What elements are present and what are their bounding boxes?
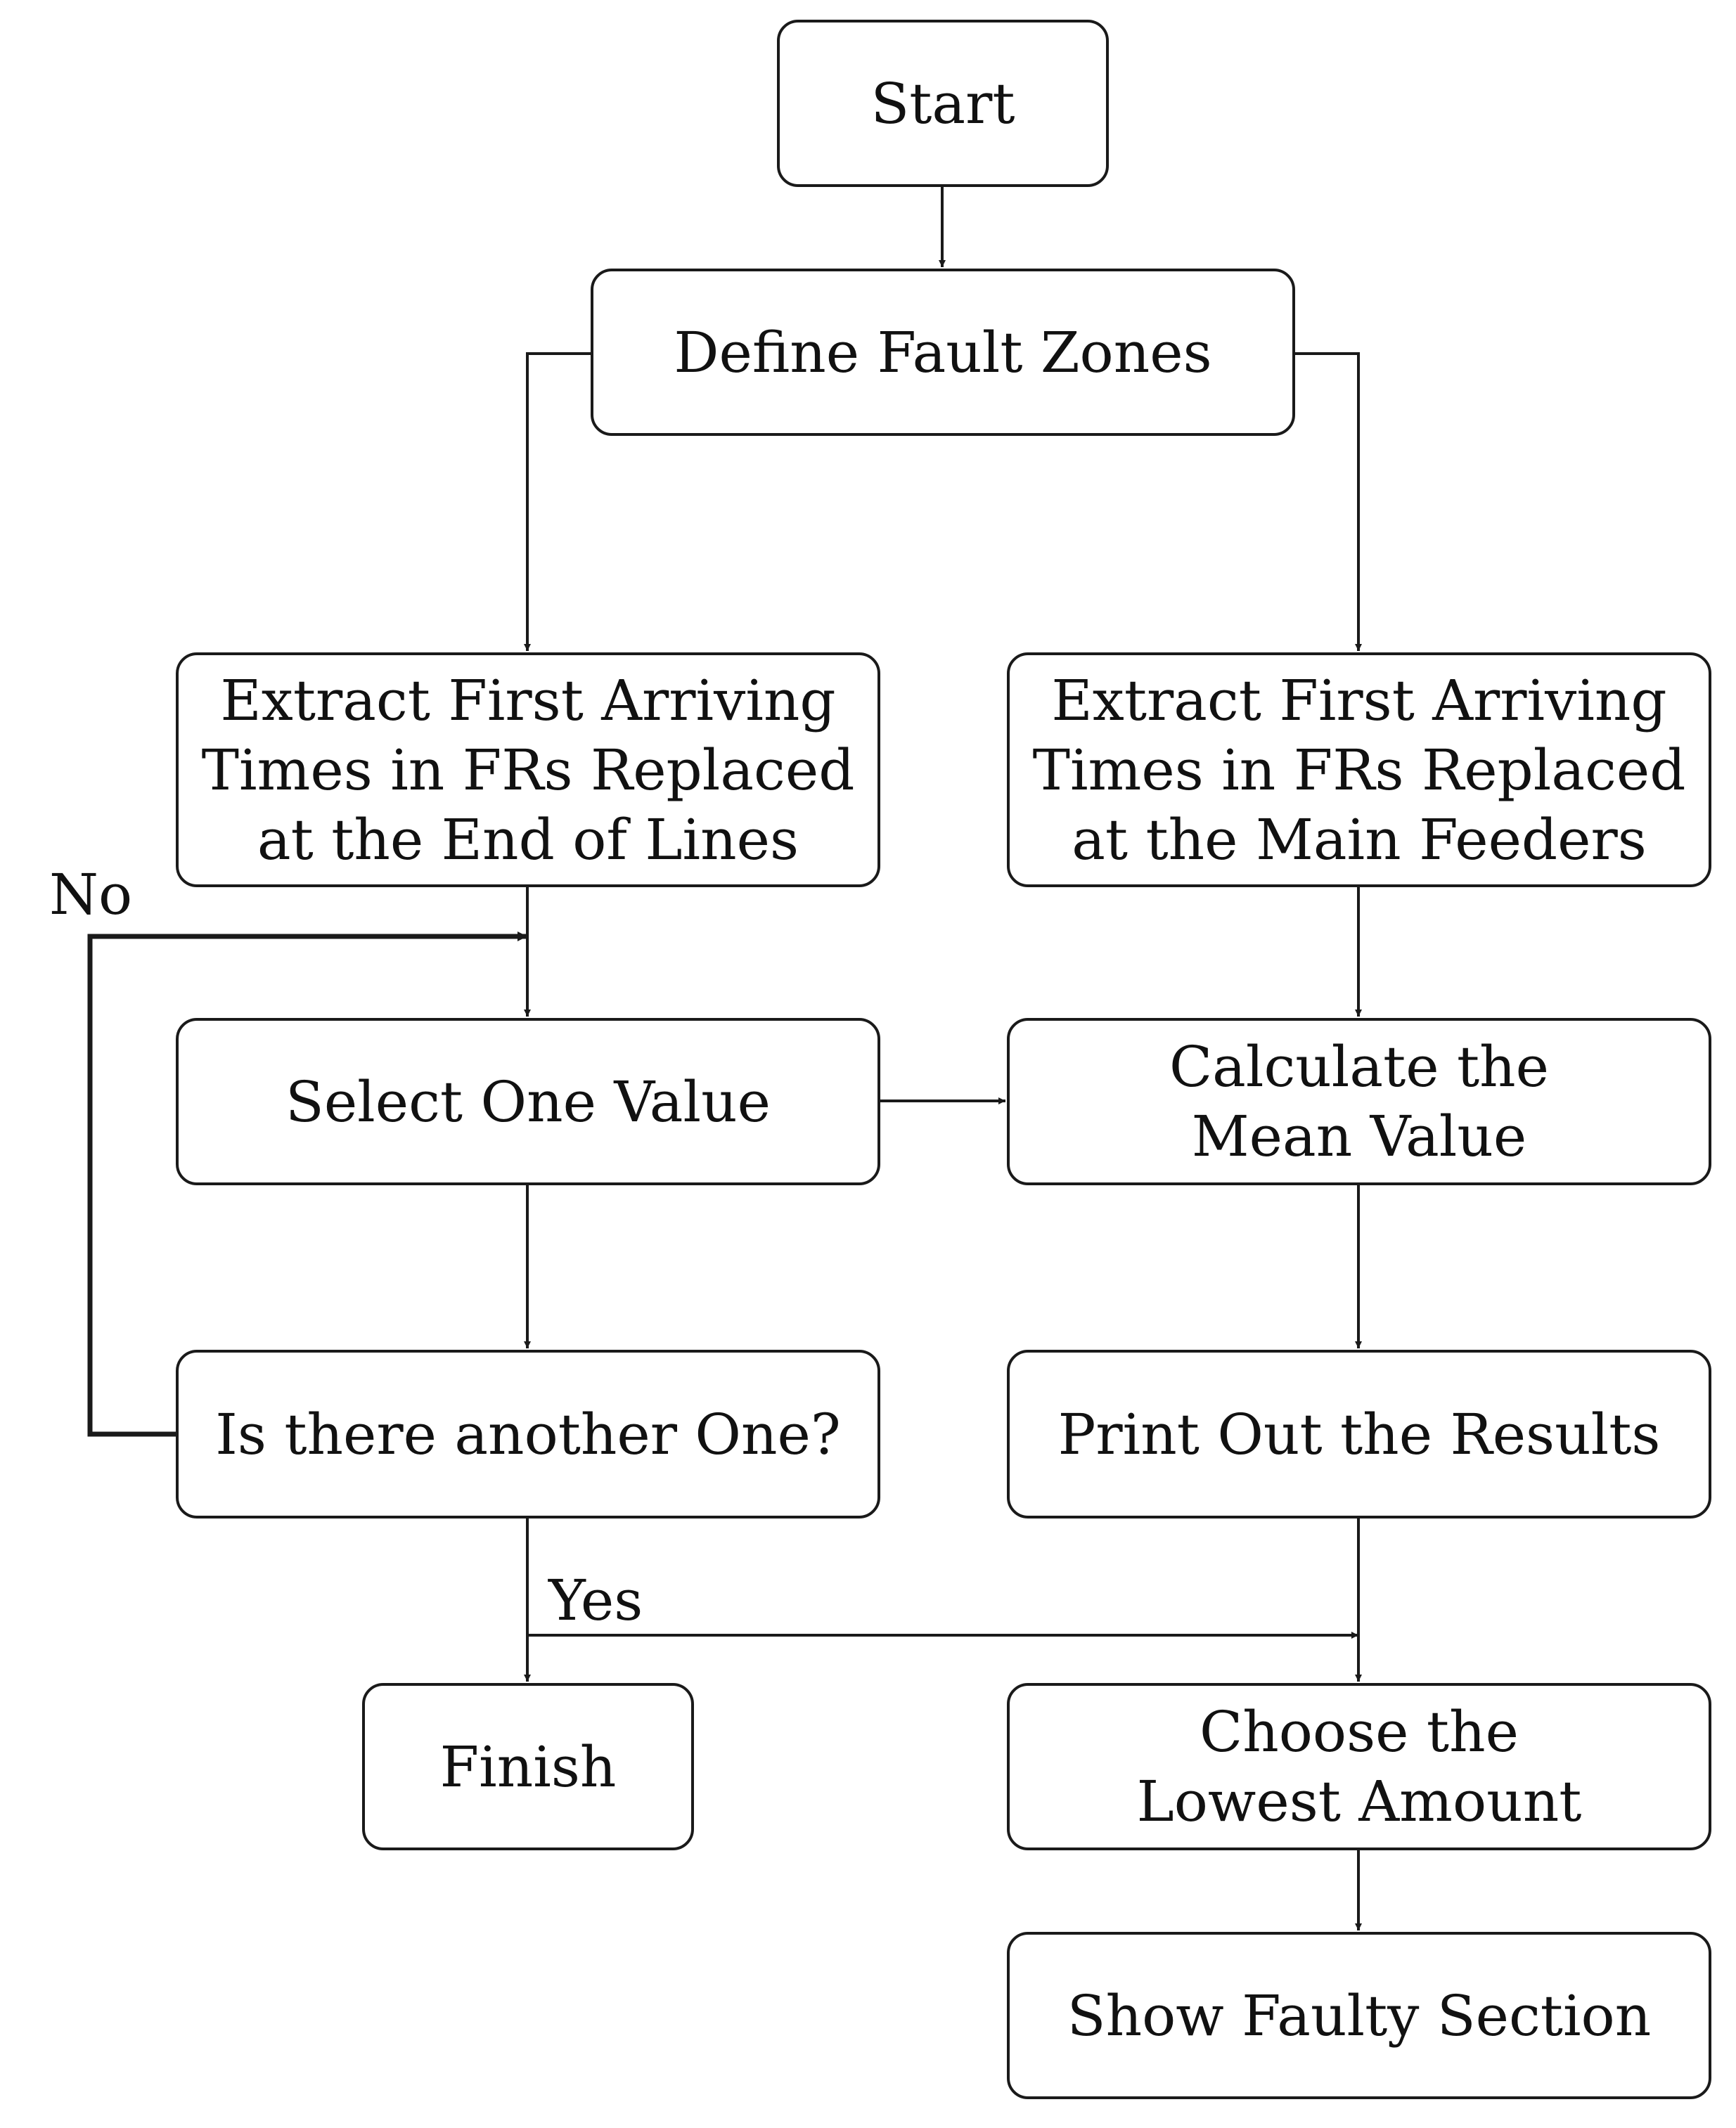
- extract-main-feeders-label: Extract First Arriving Times in FRs Repl…: [1033, 666, 1686, 875]
- calculate-mean-line-2: Mean Value: [1191, 1104, 1527, 1169]
- define-fault-zones-node: Define Fault Zones: [591, 269, 1295, 436]
- calculate-mean-node: Calculate the Mean Value: [1007, 1018, 1711, 1185]
- choose-lowest-label: Choose the Lowest Amount: [1137, 1697, 1582, 1836]
- print-results-label: Print Out the Results: [1057, 1401, 1661, 1467]
- extract-end-line-1: Extract First Arriving: [220, 667, 836, 733]
- finish-label: Finish: [439, 1734, 617, 1800]
- show-faulty-section-label: Show Faulty Section: [1067, 1982, 1652, 2049]
- choose-lowest-line-1: Choose the: [1200, 1699, 1519, 1765]
- extract-end-line-3: at the End of Lines: [257, 806, 799, 872]
- start-label: Start: [870, 70, 1015, 136]
- another-one-label: Is there another One?: [215, 1401, 841, 1467]
- extract-main-line-2: Times in FRs Replaced: [1032, 737, 1686, 803]
- extract-end-of-lines-label: Extract First Arriving Times in FRs Repl…: [202, 666, 855, 875]
- calculate-mean-label: Calculate the Mean Value: [1169, 1032, 1549, 1171]
- extract-main-feeders-node: Extract First Arriving Times in FRs Repl…: [1007, 652, 1711, 887]
- no-branch-label: No: [49, 862, 133, 927]
- define-fault-zones-label: Define Fault Zones: [674, 319, 1212, 385]
- show-faulty-section-node: Show Faulty Section: [1007, 1932, 1711, 2099]
- print-results-node: Print Out the Results: [1007, 1350, 1711, 1518]
- extract-main-line-1: Extract First Arriving: [1051, 667, 1667, 733]
- extract-main-line-3: at the Main Feeders: [1072, 806, 1647, 872]
- edge-define-to-extract-main: [1295, 352, 1362, 651]
- choose-lowest-line-2: Lowest Amount: [1136, 1769, 1582, 1834]
- calculate-mean-line-1: Calculate the: [1169, 1034, 1550, 1100]
- edge-no-loop: [87, 931, 527, 1437]
- select-one-value-node: Select One Value: [176, 1018, 880, 1185]
- start-node: Start: [777, 20, 1109, 187]
- finish-node: Finish: [362, 1683, 694, 1850]
- extract-end-of-lines-node: Extract First Arriving Times in FRs Repl…: [176, 652, 880, 887]
- select-one-value-label: Select One Value: [285, 1069, 771, 1135]
- yes-branch-label: Yes: [548, 1568, 643, 1633]
- another-one-decision-node: Is there another One?: [176, 1350, 880, 1518]
- choose-lowest-node: Choose the Lowest Amount: [1007, 1683, 1711, 1850]
- extract-end-line-2: Times in FRs Replaced: [201, 737, 855, 803]
- edge-define-to-extract-end: [524, 352, 591, 651]
